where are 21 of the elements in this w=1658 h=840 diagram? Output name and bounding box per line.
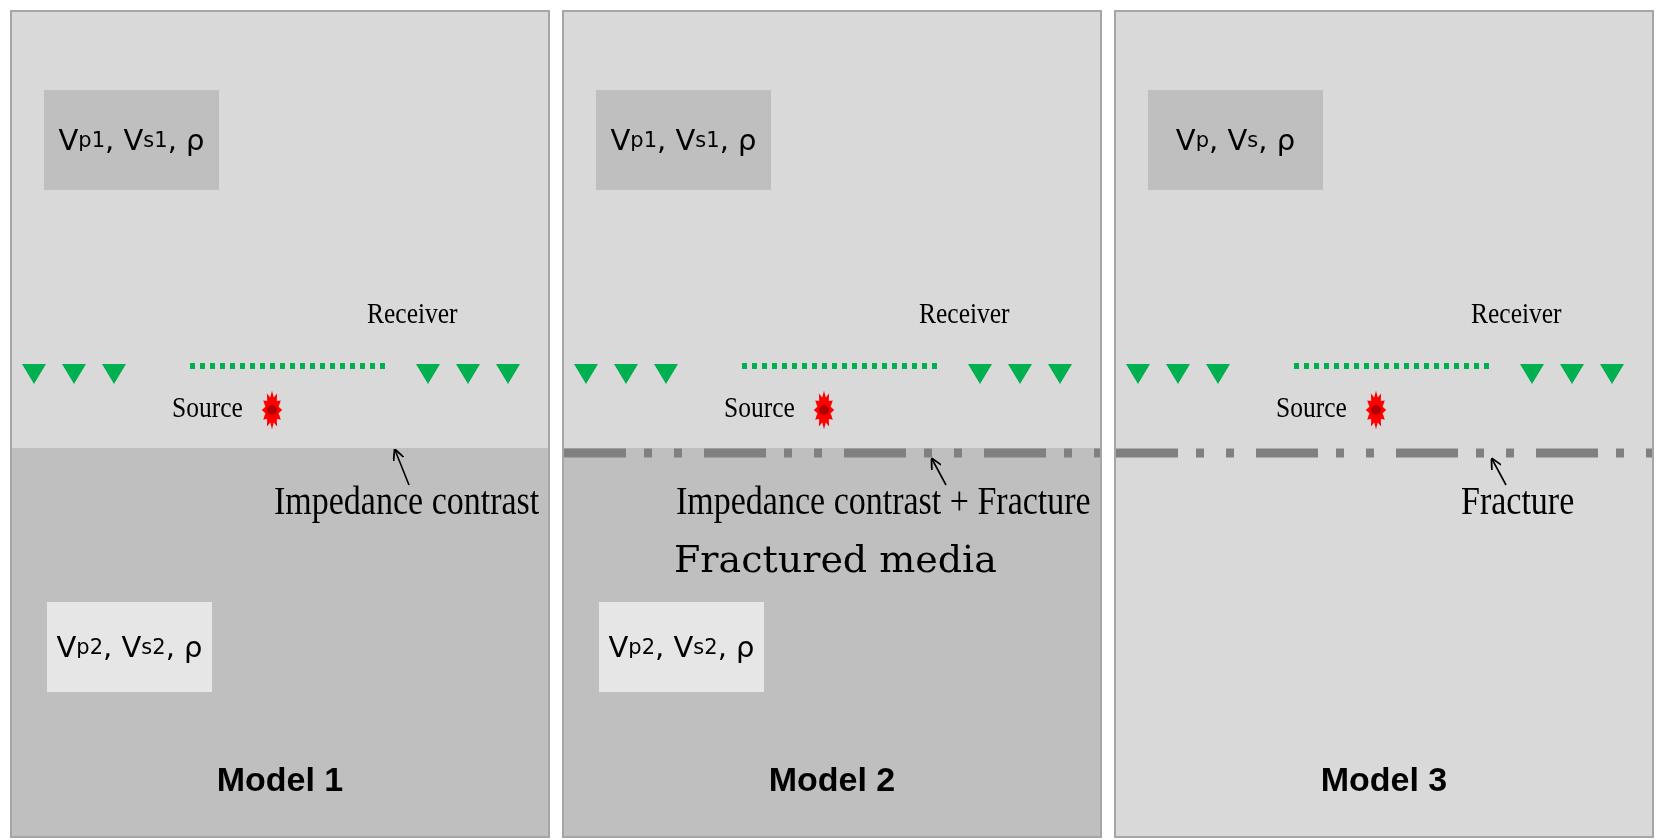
- leader-line: [392, 448, 410, 486]
- fracture-line: [564, 448, 1100, 458]
- receiver-label: Receiver: [919, 296, 1010, 330]
- source-label: Source: [172, 390, 243, 424]
- callout-text: Impedance contrast: [274, 477, 540, 524]
- fracture-line: [1116, 448, 1652, 458]
- leader-line: [930, 457, 947, 486]
- model-title: Model 2: [767, 760, 897, 799]
- model-title: Model 1: [215, 760, 345, 799]
- callout-text: Impedance contrast + Fracture: [676, 477, 1091, 524]
- layer-label: Fractured media: [674, 537, 997, 581]
- model-panel: [562, 10, 1102, 838]
- source-label: Source: [1276, 390, 1347, 424]
- receiver-label: Receiver: [367, 296, 458, 330]
- callout-text: Fracture: [1461, 477, 1575, 524]
- model-panel: [10, 10, 550, 838]
- leader-line: [1490, 457, 1507, 486]
- model-panel: [1114, 10, 1654, 838]
- model-title: Model 3: [1319, 760, 1449, 799]
- receiver-label: Receiver: [1471, 296, 1562, 330]
- source-label: Source: [724, 390, 795, 424]
